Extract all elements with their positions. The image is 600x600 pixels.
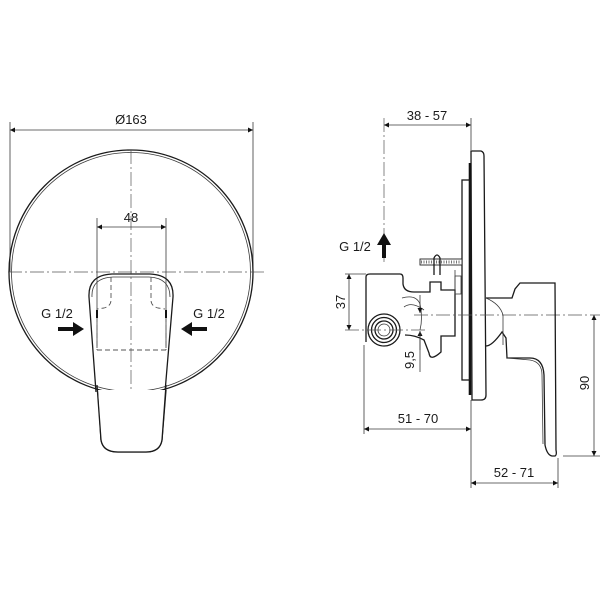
valve-body	[365, 273, 456, 358]
side-view: 38 - 57 G 1/2 37	[333, 108, 600, 488]
handle-projection-label: 52 - 71	[494, 465, 534, 480]
right-inlet-label: G 1/2	[193, 306, 225, 321]
outlet-label: G 1/2	[339, 239, 371, 254]
wall-depth-label: 38 - 57	[407, 108, 447, 123]
escutcheon-plate	[470, 150, 487, 401]
mounting-plate	[461, 179, 471, 381]
height-37-label: 37	[333, 295, 348, 309]
height-90-label: 90	[577, 376, 592, 390]
diameter-label: Ø163	[115, 112, 147, 127]
left-inlet-label: G 1/2	[41, 306, 73, 321]
width-label: 48	[124, 210, 138, 225]
right-inlet-arrow-icon	[181, 322, 207, 336]
offset-label: 9,5	[402, 351, 417, 369]
outlet-arrow-icon	[377, 233, 391, 258]
lever-handle	[88, 273, 174, 393]
front-view: Ø163 48 G 1/2	[8, 112, 266, 453]
body-depth-label: 51 - 70	[398, 411, 438, 426]
left-inlet-arrow-icon	[58, 322, 84, 336]
lever-side-profile	[485, 282, 557, 457]
